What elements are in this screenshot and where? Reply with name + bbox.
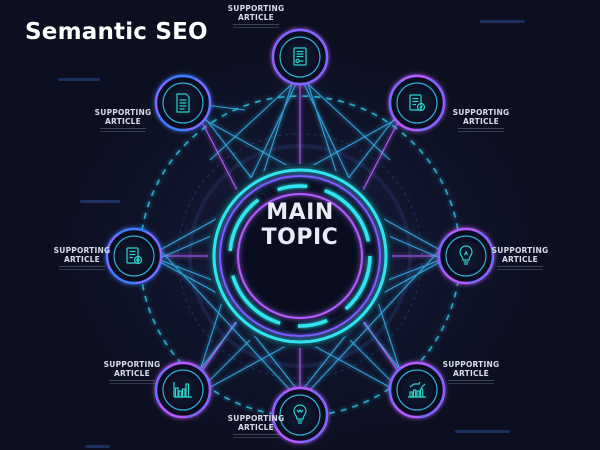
decorative-glow-bar [85, 445, 110, 448]
label-line1: SUPPORTING [227, 4, 285, 13]
node-label-bottom-right: SUPPORTING ARTICLE [431, 360, 511, 384]
label-caption [59, 266, 105, 270]
label-line2: ARTICLE [238, 423, 274, 432]
label-caption [100, 128, 146, 132]
node-label-bottom-left: SUPPORTING ARTICLE [92, 360, 172, 384]
supporting-nodes [105, 28, 495, 444]
main-topic-label: MAIN TOPIC [230, 200, 370, 250]
decorative-glow-bar [58, 78, 100, 81]
main-topic-rings [208, 164, 392, 348]
label-line1: SUPPORTING [53, 246, 111, 255]
document-icon [176, 93, 190, 113]
growth-chart-icon [408, 381, 426, 398]
label-caption [448, 380, 494, 384]
label-line2: ARTICLE [502, 255, 538, 264]
label-caption [497, 266, 543, 270]
document-check-icon [409, 94, 426, 112]
decorative-glow-bar [480, 20, 525, 23]
lightbulb-icon [293, 404, 307, 424]
node-top [271, 28, 329, 86]
lightbulb-icon [459, 245, 473, 265]
document-certificate-icon [293, 47, 307, 66]
node-label-bottom: SUPPORTING ARTICLE [216, 414, 296, 438]
node-top-right [388, 74, 446, 132]
label-caption [458, 128, 504, 132]
document-badge-icon [126, 247, 143, 265]
label-caption [233, 434, 279, 438]
main-topic-line1: MAIN [266, 200, 334, 225]
label-line1: SUPPORTING [94, 108, 152, 117]
label-caption [233, 24, 279, 28]
node-bottom-right [388, 361, 446, 419]
label-line1: SUPPORTING [227, 414, 285, 423]
decorative-glow-bar [455, 430, 510, 433]
node-bottom [271, 386, 329, 444]
label-line1: SUPPORTING [452, 108, 510, 117]
bar-chart-icon [173, 382, 192, 398]
decorative-glow-bar [80, 200, 120, 203]
node-left [105, 227, 163, 285]
label-line2: ARTICLE [238, 13, 274, 22]
node-top-left [154, 74, 212, 132]
label-line1: SUPPORTING [491, 246, 549, 255]
label-line2: ARTICLE [64, 255, 100, 264]
label-line2: ARTICLE [463, 117, 499, 126]
node-bottom-left [154, 361, 212, 419]
node-label-top-right: SUPPORTING ARTICLE [441, 108, 521, 132]
label-line1: SUPPORTING [103, 360, 161, 369]
node-label-left: SUPPORTING ARTICLE [42, 246, 122, 270]
main-topic-line2: TOPIC [261, 225, 339, 250]
label-line2: ARTICLE [453, 369, 489, 378]
node-label-top: SUPPORTING ARTICLE [216, 4, 296, 28]
label-line2: ARTICLE [114, 369, 150, 378]
node-right [437, 227, 495, 285]
node-label-right: SUPPORTING ARTICLE [480, 246, 560, 270]
node-label-top-left: SUPPORTING ARTICLE [83, 108, 163, 132]
label-line2: ARTICLE [105, 117, 141, 126]
label-caption [109, 380, 155, 384]
page-title: Semantic SEO [25, 19, 208, 45]
label-line1: SUPPORTING [442, 360, 500, 369]
